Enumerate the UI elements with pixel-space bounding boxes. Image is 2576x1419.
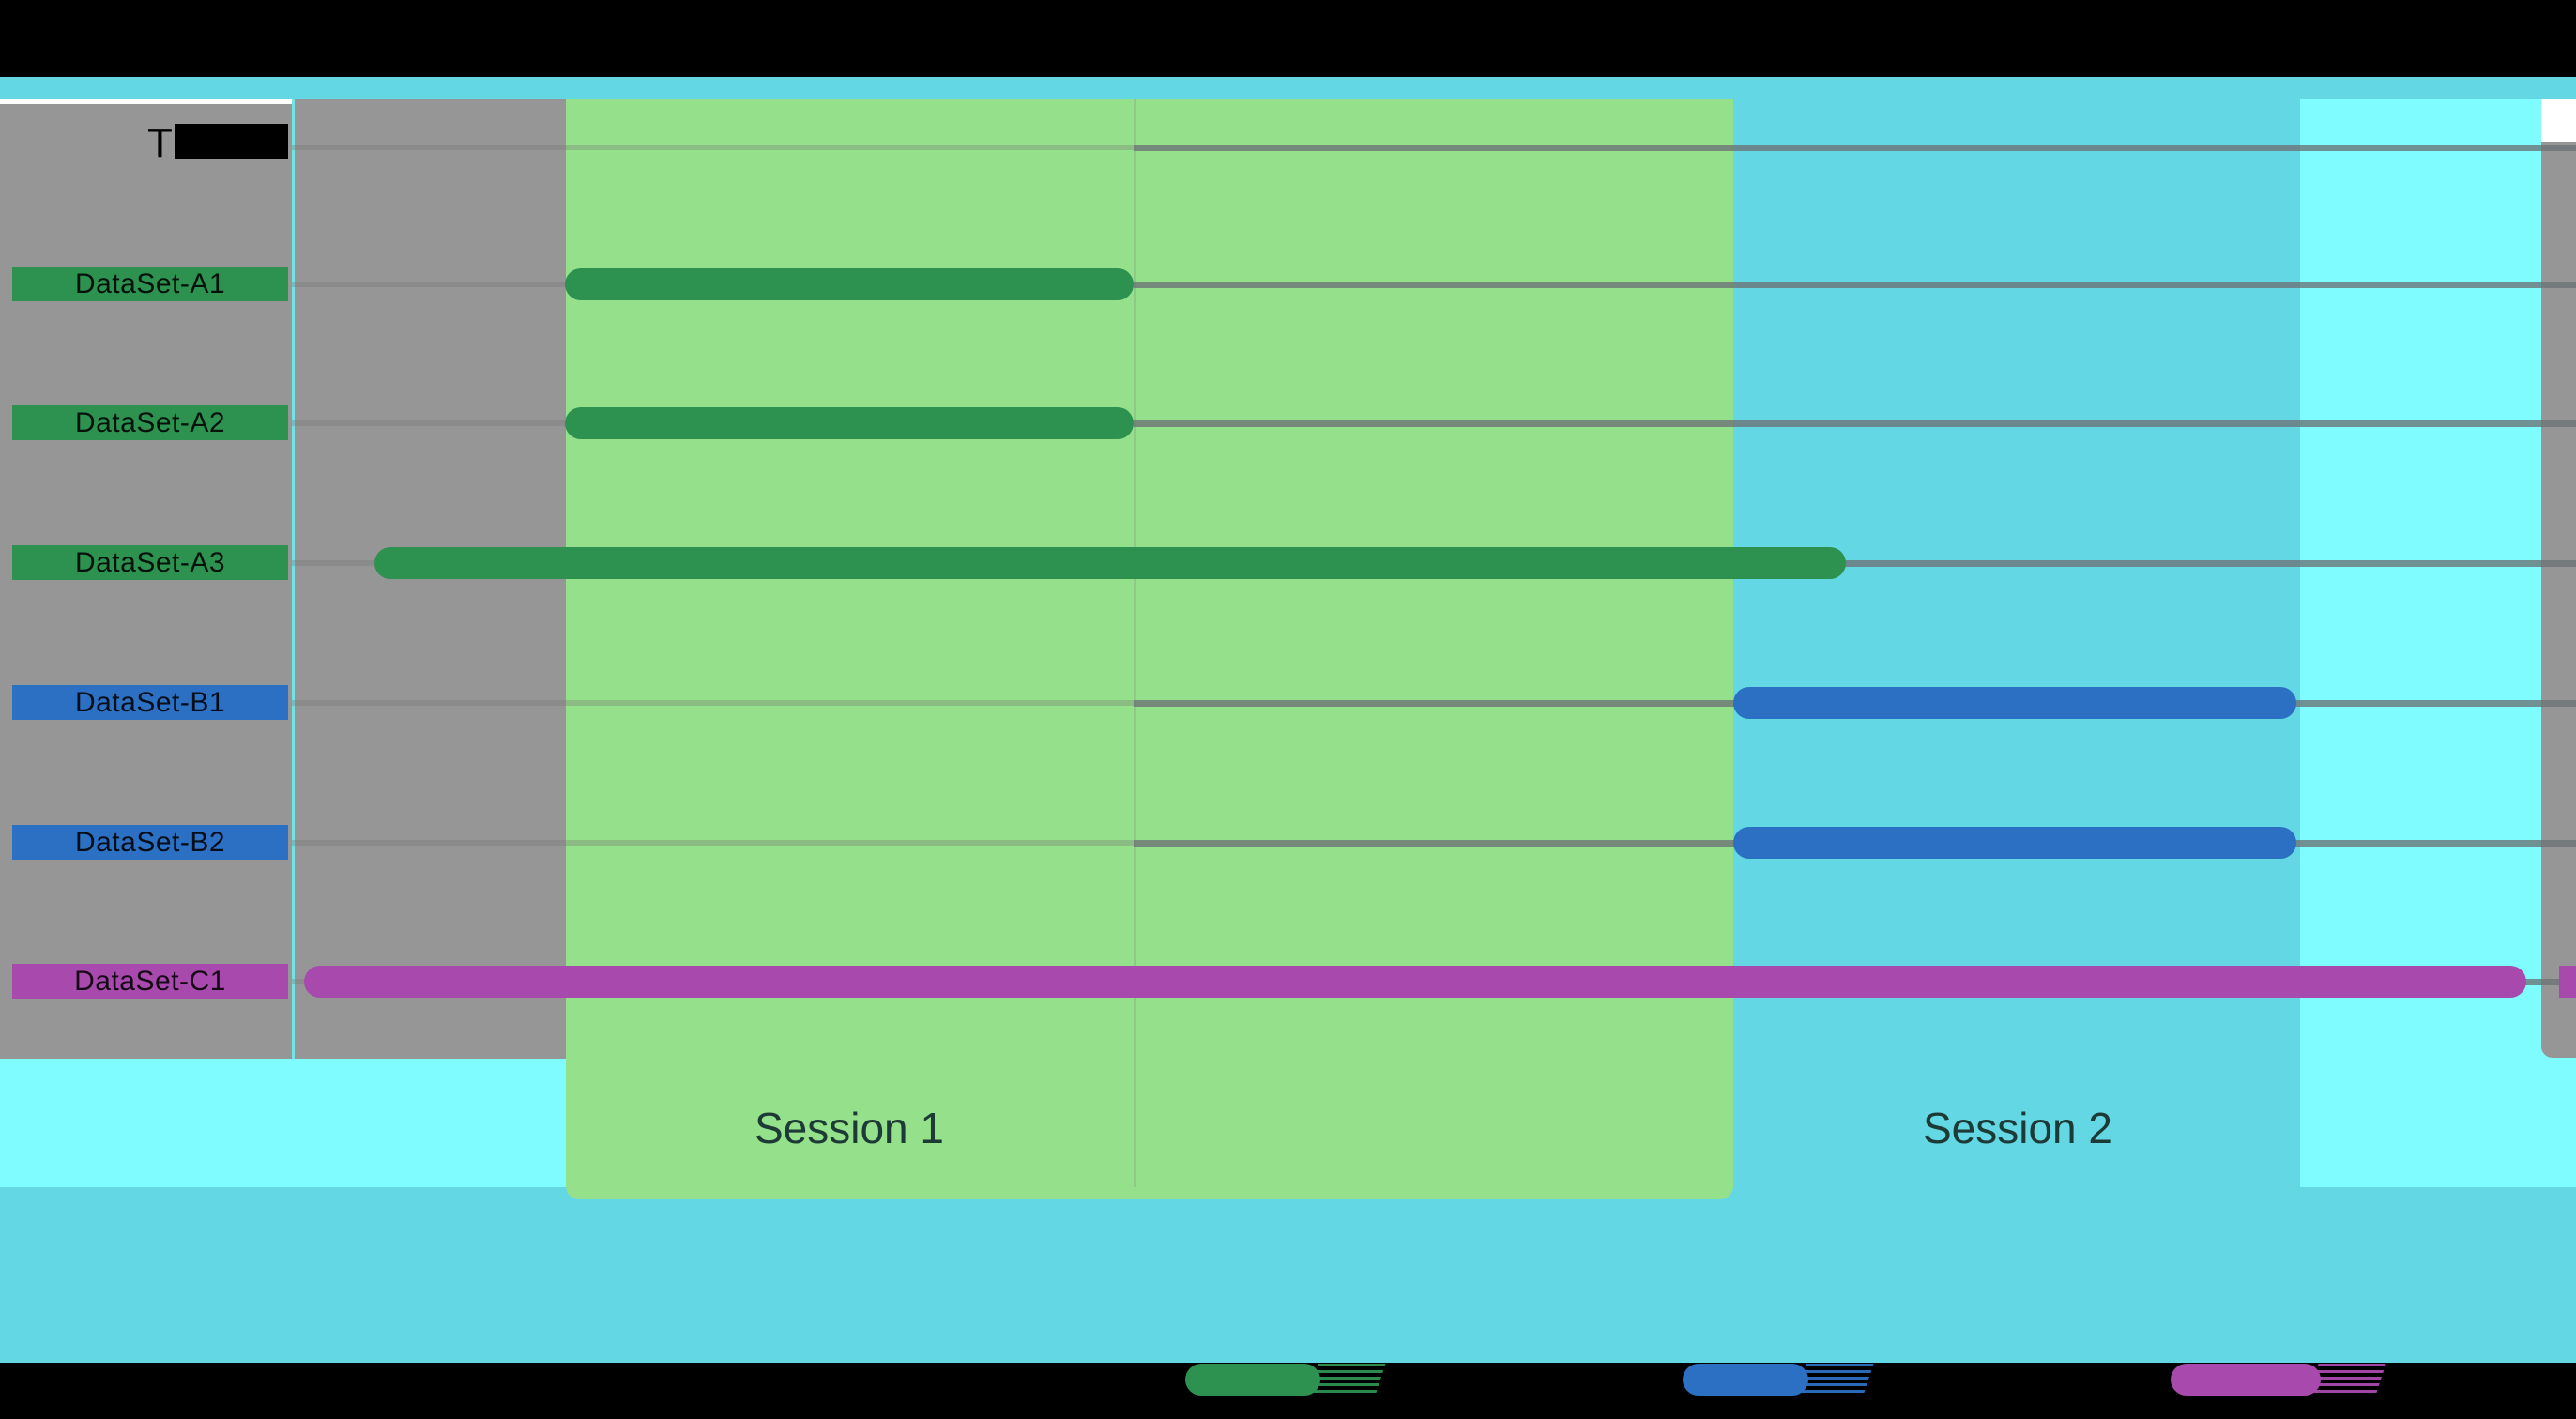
row-label-chip: DataSet-B1 bbox=[12, 685, 288, 720]
task-bar bbox=[374, 547, 1846, 579]
task-bar-overflow bbox=[2559, 966, 2576, 998]
bottom-cyan-band bbox=[0, 1187, 2576, 1363]
legend-swatch-1 bbox=[1683, 1364, 1808, 1396]
task-bar bbox=[304, 966, 2526, 998]
gridline-solid-2 bbox=[1134, 420, 2576, 427]
row-label-chip: DataSet-A2 bbox=[12, 405, 288, 440]
session-label-2: Session 2 bbox=[1922, 1104, 2113, 1152]
redaction-box bbox=[175, 124, 288, 159]
row-label-chip: DataSet-A1 bbox=[12, 267, 288, 301]
row-label-chip: DataSet-C1 bbox=[12, 964, 288, 999]
label-column-divider bbox=[292, 99, 295, 1059]
task-bar bbox=[1733, 827, 2296, 859]
legend-hatch-1 bbox=[1795, 1364, 1874, 1396]
task-bar bbox=[565, 268, 1134, 300]
session-band-2 bbox=[1733, 99, 2300, 1199]
vertical-divider-line bbox=[1134, 99, 1136, 1187]
top-right-corner bbox=[2541, 99, 2576, 142]
task-bar bbox=[565, 407, 1134, 439]
legend-swatch-2 bbox=[2171, 1364, 2321, 1396]
legend-swatch-0 bbox=[1185, 1364, 1320, 1396]
session-band-1 bbox=[566, 99, 1733, 1199]
legend-hatch-2 bbox=[2308, 1364, 2386, 1396]
gridline-solid-1 bbox=[1134, 282, 2576, 288]
row-label-chip: DataSet-A3 bbox=[12, 545, 288, 580]
pre-session-gray-band bbox=[295, 99, 566, 1059]
gridline-solid-3 bbox=[1134, 560, 2576, 567]
right-gray-strip bbox=[2541, 142, 2576, 1058]
row-label-chip: DataSet-B2 bbox=[12, 825, 288, 860]
legend-hatch-0 bbox=[1307, 1364, 1386, 1396]
gridline-faint-4 bbox=[292, 700, 1134, 706]
gridline-solid-0 bbox=[1134, 145, 2576, 151]
task-bar bbox=[1733, 687, 2296, 719]
gridline-faint-5 bbox=[292, 840, 1134, 846]
task-column-header: T bbox=[147, 120, 173, 166]
top-cyan-band bbox=[0, 77, 2576, 99]
gridline-faint-0 bbox=[292, 145, 1134, 150]
label-column-top-highlight bbox=[0, 99, 292, 104]
session-label-1: Session 1 bbox=[754, 1104, 945, 1152]
